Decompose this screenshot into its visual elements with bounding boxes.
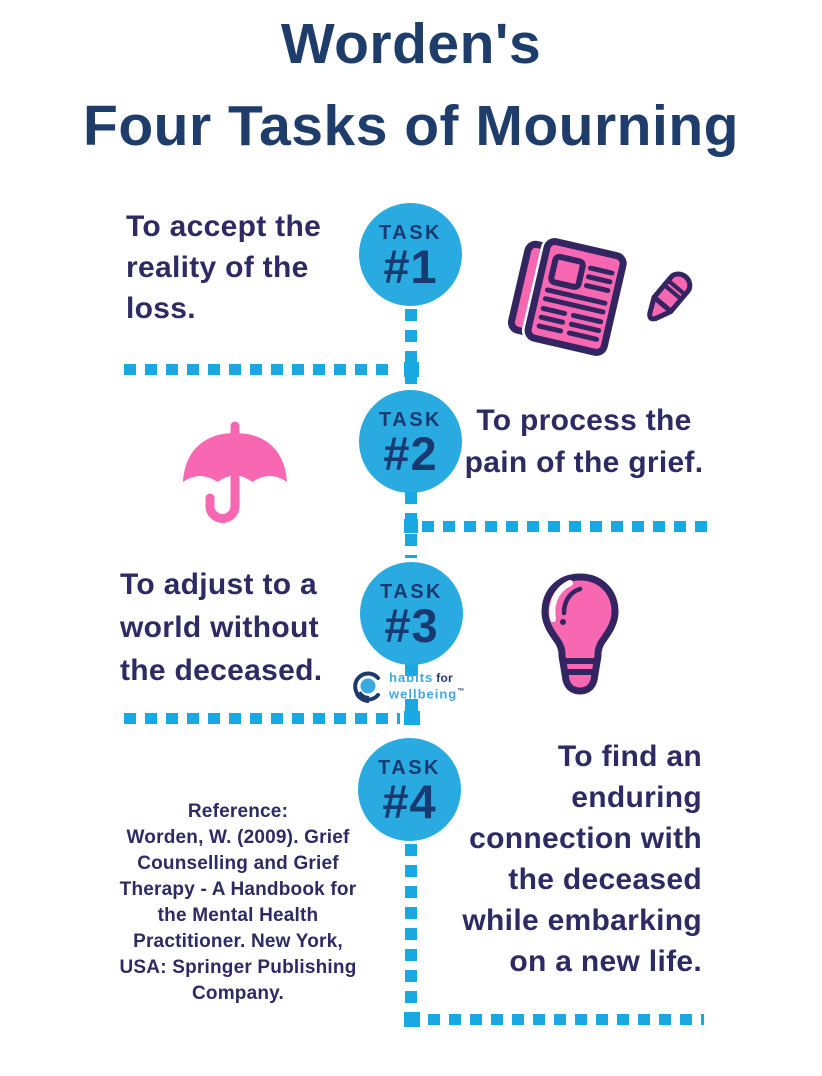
newspaper-icon	[503, 234, 628, 361]
infographic-title-line2: Four Tasks of Mourning	[83, 94, 739, 158]
task-4-badge-number: #4	[382, 774, 437, 828]
task-4-description: To find an enduring connection with the …	[462, 740, 702, 978]
connector-horizontal-4	[428, 1014, 704, 1025]
connector-horizontal-1	[124, 364, 396, 375]
task-1-description: To accept the reality of the loss.	[126, 210, 322, 325]
connector-corner-3	[404, 711, 420, 725]
connector-horizontal-3	[124, 713, 400, 724]
logo-trademark: ™	[457, 688, 465, 695]
task-4-badge: TASK #4	[358, 738, 461, 841]
task-3-badge-number: #3	[384, 598, 439, 652]
pencil-icon	[628, 260, 706, 343]
task-1-badge-label: TASK	[379, 221, 442, 244]
task-1-badge: TASK #1	[359, 203, 462, 306]
reference-text: Reference: Worden, W. (2009). Grief Coun…	[119, 801, 357, 1004]
task-3-description: To adjust to a world without the decease…	[120, 568, 323, 687]
task-3-badge: TASK #3	[360, 562, 463, 665]
logo-word-habits: habits	[389, 670, 434, 685]
task-4-badge-label: TASK	[378, 756, 441, 779]
task-2-badge: TASK #2	[359, 390, 462, 493]
connector-horizontal-2	[422, 521, 714, 532]
connector-vertical-4	[405, 844, 417, 1012]
logo-mark-icon	[348, 668, 385, 710]
task-3-badge-label: TASK	[380, 580, 443, 603]
task-2-description: To process the pain of the grief.	[464, 404, 704, 479]
connector-dash-3a	[405, 663, 418, 676]
task-2-badge-number: #2	[383, 426, 438, 480]
umbrella-icon	[177, 420, 293, 539]
lightbulb-icon	[537, 572, 623, 701]
connector-dash-3b	[405, 699, 418, 712]
task-2-badge-label: TASK	[379, 408, 442, 431]
logo-word-wellbeing: wellbeing	[389, 686, 458, 702]
logo-word-for: for	[436, 671, 453, 685]
connector-corner-2	[404, 519, 418, 533]
connector-corner-1	[404, 362, 419, 377]
connector-corner-4	[404, 1012, 420, 1027]
task-1-badge-number: #1	[383, 239, 438, 293]
infographic-title-line1: Worden's	[280, 12, 542, 76]
